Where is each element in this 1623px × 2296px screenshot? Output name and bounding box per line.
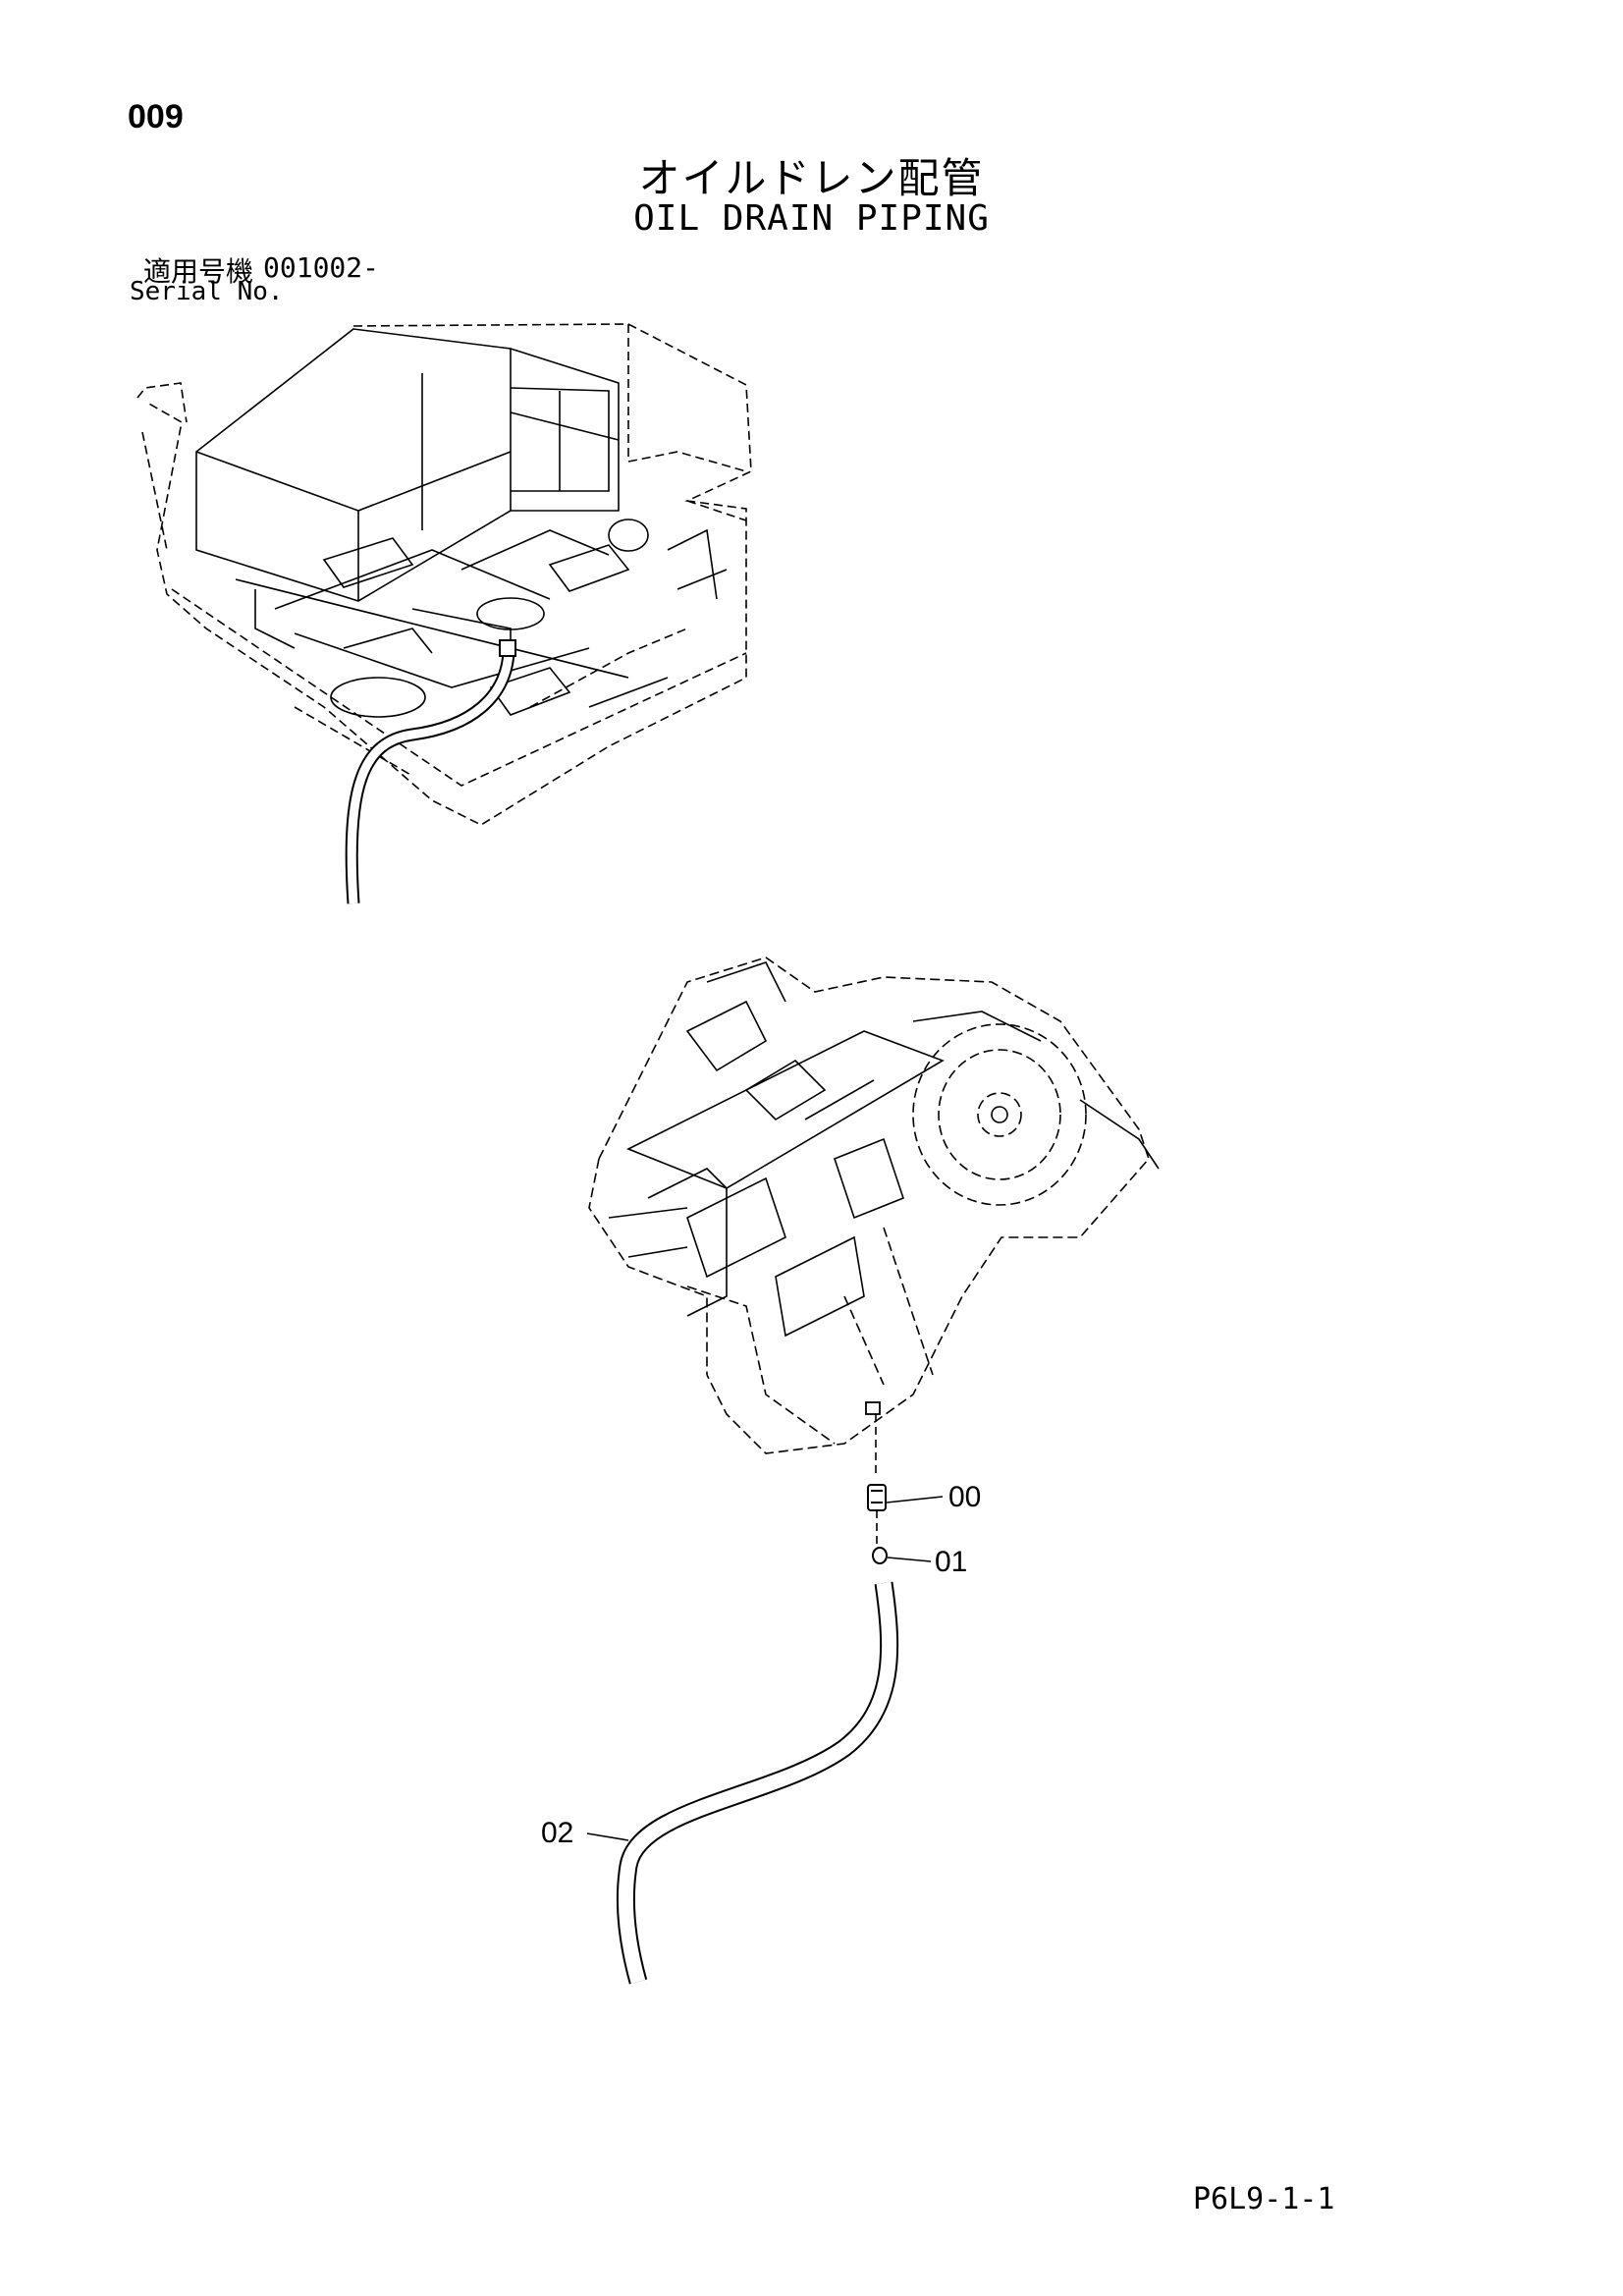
page-number: 009 <box>128 98 184 136</box>
leader-line-02 <box>586 1832 629 1841</box>
frame-overview-drawing <box>136 323 752 826</box>
serial-label-english: Serial No. <box>130 277 284 306</box>
title-japanese: オイルドレン配管 <box>638 154 985 202</box>
leader-line-00 <box>886 1496 944 1503</box>
page-code: P6L9-1-1 <box>1193 2182 1335 2216</box>
drain-valve-part-00 <box>867 1484 887 1511</box>
clamp-part-01 <box>872 1547 888 1564</box>
serial-number-value: 001002- <box>263 251 380 284</box>
engine-drawing <box>588 957 1160 1454</box>
leader-line-01 <box>887 1557 932 1562</box>
overview-drain-hose <box>345 639 516 904</box>
title-english: OIL DRAIN PIPING <box>633 198 990 239</box>
drain-hose-part-02 <box>617 1581 899 1985</box>
serial-label-japanese: 適用号機 <box>143 255 254 288</box>
oil-pan-drain-port <box>865 1401 881 1415</box>
callout-00: 00 <box>948 1481 982 1513</box>
callout-02: 02 <box>541 1817 574 1849</box>
callout-01: 01 <box>935 1546 968 1578</box>
